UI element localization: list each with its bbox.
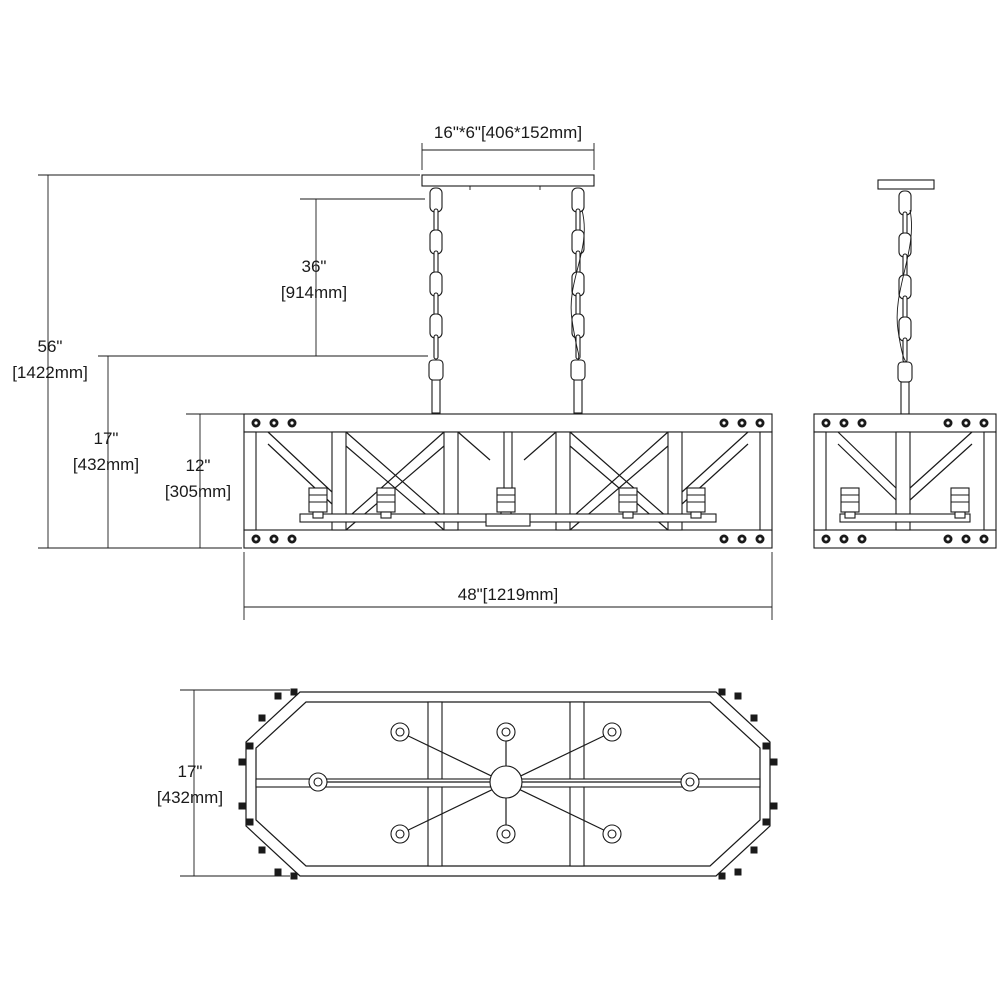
center-stem (485, 431, 531, 527)
top-frame-bolts (238, 688, 778, 880)
front-candle-sockets (308, 487, 706, 519)
front-view: 16"*6"[406*152mm] 56" [1422mm] (12, 123, 773, 620)
chain-side (896, 190, 912, 365)
down-rods (428, 359, 586, 414)
body-height-in: 17" (94, 429, 119, 448)
depth-mm: [432mm] (157, 788, 223, 807)
frame-height-in: 12" (186, 456, 211, 475)
frame-height-mm: [305mm] (165, 482, 231, 501)
depth-in: 17" (178, 762, 203, 781)
chain-right (570, 187, 585, 363)
side-view (813, 179, 997, 549)
canopy (421, 174, 595, 190)
width-dimension: 48"[1219mm] (243, 552, 773, 620)
top-octagon-frame (245, 691, 771, 877)
side-frame-bolts (821, 418, 989, 544)
chain-left (429, 187, 443, 360)
top-candle-cups (308, 722, 700, 844)
body-height-dimension: 17" [432mm] (73, 356, 139, 548)
chain-length-in: 36" (302, 257, 327, 276)
depth-dimension: 17" [432mm] (157, 689, 290, 877)
side-candle-sockets (840, 487, 970, 519)
overall-height-in: 56" (38, 337, 63, 356)
frame-height-dimension: 12" [305mm] (165, 413, 244, 548)
overall-height-mm: [1422mm] (12, 363, 88, 382)
body-height-mm: [432mm] (73, 455, 139, 474)
width-label: 48"[1219mm] (458, 585, 559, 604)
overall-height-dimension: 56" [1422mm] (12, 174, 420, 549)
front-frame-bolts (251, 418, 765, 544)
top-view: 17" [432mm] (157, 688, 778, 880)
chain-length-mm: [914mm] (281, 283, 347, 302)
front-frame (243, 413, 773, 549)
canopy-dimension: 16"*6"[406*152mm] (421, 123, 595, 170)
chain-length-dimension: 36" [914mm] (98, 198, 428, 357)
center-hub (489, 765, 523, 799)
canopy-dimension-label: 16"*6"[406*152mm] (434, 123, 582, 142)
